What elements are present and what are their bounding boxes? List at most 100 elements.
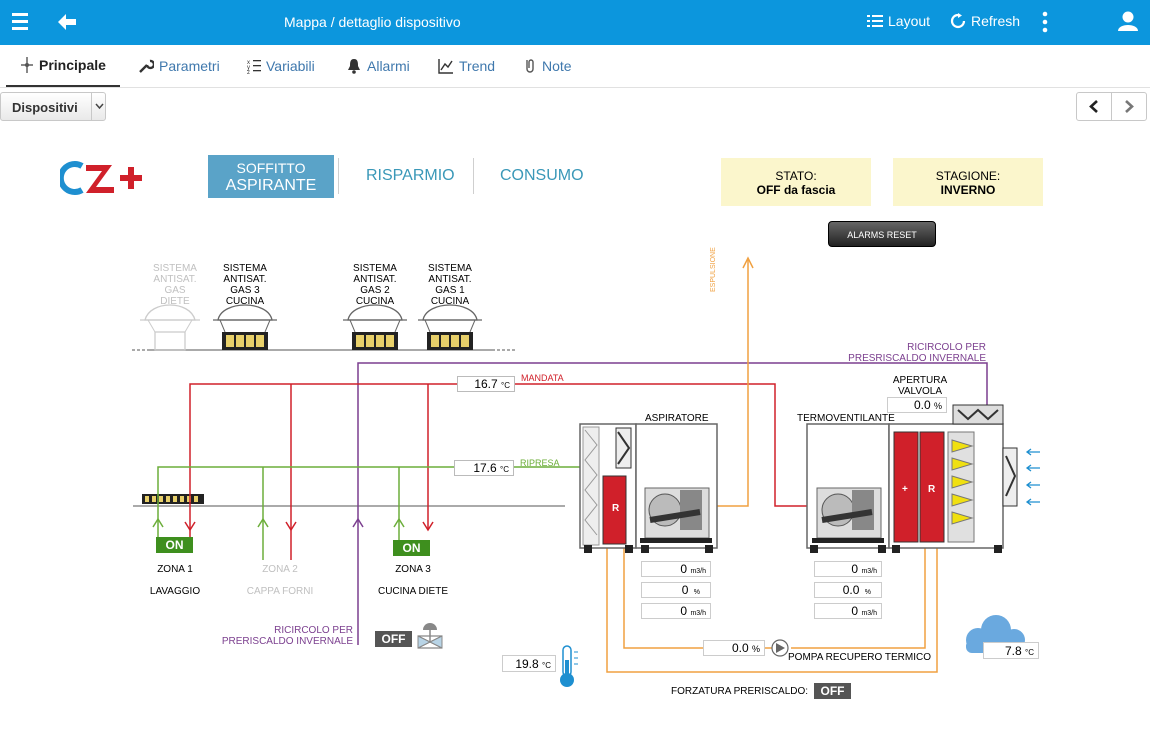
hamburger-icon[interactable]	[10, 9, 30, 35]
hood-gas1	[418, 304, 482, 350]
ripresa-temp-box: 17.6 °C	[454, 460, 514, 476]
temp-ext-value: 7.8	[1004, 644, 1022, 658]
temp-ext-box: 7.8 °C	[983, 642, 1039, 659]
termoventilante-r: R	[928, 484, 936, 495]
tab-risparmio[interactable]: RISPARMIO	[366, 167, 455, 184]
aspiratore-r-label: R	[612, 503, 620, 514]
layout-icon	[867, 15, 883, 27]
aspiratore-val2: 0 %	[641, 582, 711, 598]
refresh-label: Refresh	[971, 13, 1021, 29]
tab-allarmi[interactable]: Allarmi	[346, 45, 410, 86]
aspiratore-unit	[579, 423, 718, 553]
stagione-box: STAGIONE: INVERNO	[893, 158, 1043, 206]
ripresa-temp-value: 17.6	[473, 461, 497, 475]
forzatura-status[interactable]: OFF	[814, 683, 851, 699]
next-device-button[interactable]	[1111, 92, 1147, 121]
mandata-line	[189, 383, 808, 548]
aspiratore-title: ASPIRATORE	[645, 413, 709, 424]
tab-allarmi-label: Allarmi	[367, 57, 410, 74]
tab-variabili-label: Variabili	[266, 57, 315, 74]
wrench-icon	[139, 59, 154, 73]
air-inlet-arrows	[1025, 448, 1040, 506]
chevron-left-icon	[1089, 100, 1098, 113]
back-arrow-icon[interactable]	[55, 10, 79, 34]
chart-icon	[438, 58, 453, 74]
tab-soffitto-aspirante[interactable]: SOFFITTO ASPIRANTE	[208, 155, 334, 198]
termoventilante-unit	[806, 404, 1018, 553]
tab-note[interactable]: Note	[523, 45, 572, 86]
tab-soffitto-line1: SOFFITTO	[236, 160, 306, 176]
unit-label: °C	[500, 465, 509, 474]
mandata-temp-value: 16.7	[474, 377, 498, 391]
svg-text:z: z	[247, 70, 250, 74]
hood-diete	[140, 304, 200, 351]
ripresa-label: RIPRESA	[520, 458, 560, 468]
pump-loop-outer	[606, 440, 938, 673]
valve-icon[interactable]	[417, 623, 443, 649]
zone-3-desc: CUCINA DIETE	[377, 586, 448, 597]
termoventilante-val3: 0 m3/h	[814, 603, 882, 619]
zone-1-status[interactable]: ON	[156, 537, 193, 553]
tab-principale[interactable]: Principale	[6, 45, 120, 87]
kebab-icon[interactable]	[1040, 11, 1050, 33]
espulsione-line	[716, 260, 749, 507]
header-divider	[338, 158, 339, 194]
stato-label: STATO:	[775, 169, 817, 183]
user-icon[interactable]	[1117, 10, 1139, 32]
devices-dropdown[interactable]: Dispositivi	[0, 92, 106, 121]
devices-dropdown-label: Dispositivi	[12, 100, 78, 115]
mandata-label: MANDATA	[521, 373, 564, 383]
ricircolo-status[interactable]: OFF	[375, 631, 412, 647]
tab-parametri-label: Parametri	[159, 57, 220, 74]
prev-device-button[interactable]	[1076, 92, 1112, 121]
termoventilante-val2: 0.0 %	[814, 582, 882, 598]
layout-button[interactable]: Layout	[867, 13, 930, 29]
tab-trend[interactable]: Trend	[438, 45, 495, 86]
stagione-label: STAGIONE:	[935, 169, 1001, 183]
ripresa-line	[157, 466, 582, 548]
aspiratore-val1: 0 m3/h	[641, 561, 711, 577]
pompa-value: 0.0	[731, 641, 749, 655]
tab-parametri[interactable]: Parametri	[138, 45, 220, 86]
alarms-reset-button[interactable]: ALARMS RESET	[828, 221, 936, 247]
hood-gas2	[343, 304, 407, 350]
termoventilante-plus: +	[902, 484, 908, 495]
svg-text:x: x	[247, 60, 250, 66]
zone-2-name: ZONA 2	[262, 564, 298, 575]
zone-1-name: ZONA 1	[157, 564, 193, 575]
refresh-button[interactable]: Refresh	[950, 13, 1020, 29]
temp-int-box: 19.8 °C	[502, 655, 556, 672]
tab-trend-label: Trend	[459, 57, 496, 74]
stato-value: OFF da fascia	[756, 183, 836, 197]
page-title: Mappa / dettaglio dispositivo	[284, 14, 461, 30]
chevron-down-icon	[91, 93, 107, 120]
temp-int-value: 19.8	[515, 657, 539, 671]
mandata-temp-box: 16.7 °C	[457, 376, 515, 392]
valvola-box: 0.0 %	[887, 397, 947, 413]
zone-3-name: ZONA 3	[395, 564, 431, 575]
pompa-box: 0.0 %	[703, 640, 765, 656]
aspiratore-val3: 0 m3/h	[641, 603, 711, 619]
espulsione-label: ESPULSIONE	[710, 247, 717, 292]
list-icon: xyz	[247, 59, 261, 74]
zone-1-desc: LAVAGGIO	[149, 586, 201, 597]
tab-principale-label: Principale	[39, 57, 106, 73]
zone-3-status[interactable]: ON	[393, 540, 430, 556]
stagione-value: INVERNO	[940, 183, 996, 197]
termoventilante-val1: 0 m3/h	[814, 561, 882, 577]
stato-box: STATO: OFF da fascia	[721, 158, 871, 206]
pompa-label: POMPA RECUPERO TERMICO	[788, 652, 931, 663]
tab-note-label: Note	[542, 57, 572, 74]
tab-soffitto-line2: ASPIRANTE	[225, 177, 317, 194]
thermometer-icon	[560, 645, 578, 687]
plant-diagram	[130, 256, 1040, 687]
refresh-icon	[950, 13, 966, 29]
hood-gas3	[213, 304, 277, 350]
tab-consumo[interactable]: CONSUMO	[500, 167, 584, 184]
